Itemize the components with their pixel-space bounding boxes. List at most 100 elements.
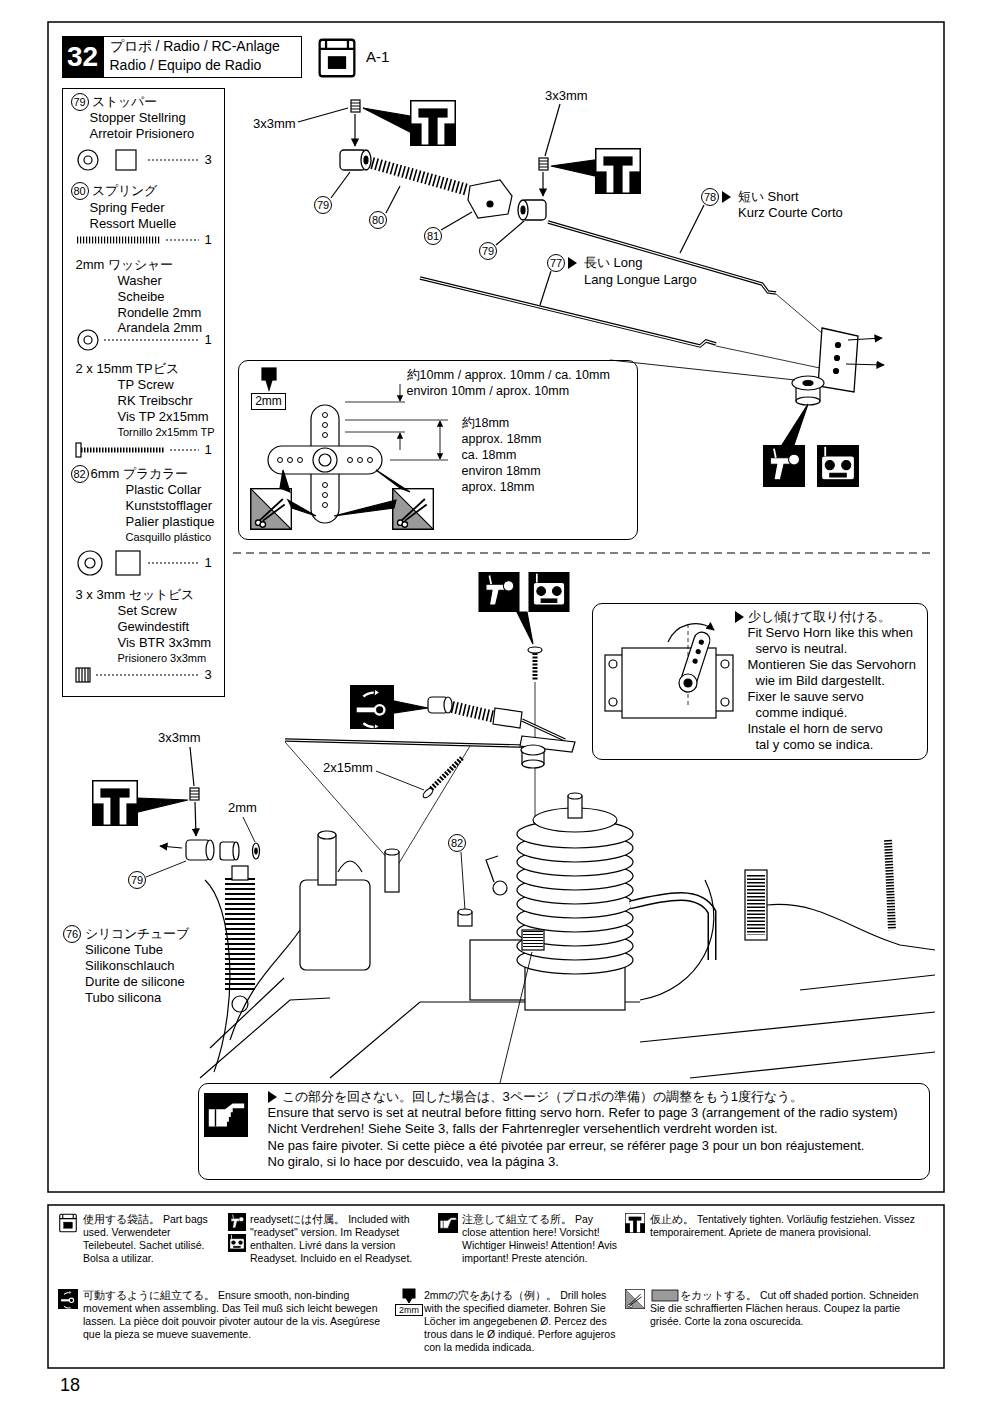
servo-horn-detail <box>280 470 290 492</box>
bottom-assembly-drawing <box>528 647 542 653</box>
legend-icons <box>58 1289 78 1309</box>
note-text: 2 x 15mm TPビス <box>76 361 179 377</box>
part-label: 3x3mm <box>253 116 296 132</box>
top-linkage-drawing <box>364 156 368 164</box>
bottom-assembly-drawing <box>517 612 533 644</box>
chassis-drawing <box>461 852 465 910</box>
chassis-drawing <box>745 870 767 940</box>
chassis-drawing <box>630 896 712 960</box>
note-text: 1 <box>205 442 212 458</box>
bottom-assembly-drawing <box>533 653 538 680</box>
legend-item: 仮止め。 Tentatively tighten. Vorläufig fest… <box>650 1213 930 1239</box>
note-text: RK Treibschr <box>118 393 193 409</box>
servo-horn-detail <box>323 483 328 488</box>
note-text: 1 <box>205 555 212 571</box>
top-linkage-drawing <box>836 343 841 348</box>
part-icons <box>76 443 81 457</box>
servo-horn-detail <box>278 458 283 463</box>
top-linkage-drawing <box>487 201 493 207</box>
part-label: 3x3mm <box>545 88 588 104</box>
legend-item: 注意して組立てる所。 Pay close attention here! Vor… <box>462 1213 620 1265</box>
step-number-ground <box>62 36 104 78</box>
callout-number: 80 <box>71 182 89 200</box>
left-stopper-drawing <box>146 861 186 877</box>
note-text: 2mm ワッシャー <box>76 257 174 273</box>
top-linkage-drawing <box>363 108 410 132</box>
servo-horn-detail <box>323 433 328 438</box>
servo-horn-detail <box>288 458 293 463</box>
part-label: 長い Long <box>584 255 643 271</box>
top-linkage-drawing <box>803 381 813 386</box>
top-linkage-drawing <box>521 206 525 214</box>
chassis-drawing <box>300 880 370 970</box>
part-label: 2mm <box>228 800 257 816</box>
servo-neutral-detail <box>735 611 744 623</box>
top-linkage-drawing <box>539 161 548 167</box>
part-icons <box>78 330 98 350</box>
note-text: Arandela 2mm <box>118 320 203 336</box>
top-linkage-drawing <box>372 163 468 190</box>
note-text: Ensure that servo is set at neutral befo… <box>268 1105 898 1121</box>
servo-horn-detail <box>368 458 373 463</box>
legend-text: をカットする。 Cut off shaded portion. Schneide… <box>650 1289 930 1328</box>
page-frame <box>48 1205 944 1368</box>
top-linkage-drawing <box>548 222 776 293</box>
part-label: 18 <box>60 1375 80 1397</box>
chassis-drawing <box>747 875 765 935</box>
note-text: aprox. 18mm <box>462 480 535 495</box>
servo-neutral-detail <box>679 674 697 692</box>
legend-text: readysetには付属。 Included with "readyset" v… <box>250 1213 430 1265</box>
part-icons <box>170 449 199 450</box>
servo-horn-detail <box>311 405 339 523</box>
callout-number: 79 <box>71 93 89 111</box>
page-frame <box>48 22 944 1192</box>
chassis-drawing <box>225 878 255 992</box>
top-linkage-drawing <box>568 257 577 269</box>
servo-horn-detail <box>323 493 328 498</box>
part-icons <box>84 156 92 164</box>
note-text: Gewindestift <box>118 619 190 635</box>
bottom-assembly-drawing <box>479 572 519 612</box>
note-text: Vis BTR 3x3mm <box>118 635 212 651</box>
note-text: Radio / Equipo de Radio <box>110 57 262 74</box>
top-linkage-drawing <box>354 114 355 146</box>
dimension-tag: 2mm <box>251 393 286 409</box>
top-linkage-drawing <box>716 346 834 371</box>
bottom-assembly-drawing <box>493 708 522 728</box>
chassis-drawing <box>493 881 507 895</box>
note-text: Scheibe <box>118 289 165 305</box>
note-text: Plastic Collar <box>126 482 202 498</box>
legend-text: 使用する袋詰。 Part bags used. Verwendeter Teil… <box>83 1213 223 1265</box>
part-icons <box>79 668 88 682</box>
top-linkage-drawing <box>846 364 884 365</box>
servo-horn-inset: 2mm約10mm / approx. 10mm / ca. 10mmenviro… <box>238 360 638 540</box>
servo-horn-detail <box>323 423 328 428</box>
legend-icons <box>438 1213 458 1233</box>
part-label: Kurz Courte Corto <box>738 205 843 221</box>
part-icons <box>166 239 199 240</box>
servo-neutral-detail <box>609 660 617 668</box>
note-symbols <box>204 1091 277 1137</box>
note-text: 約18mm <box>462 416 510 431</box>
callout-number: 76 <box>63 925 81 943</box>
note-text: Ressort Muelle <box>90 216 177 232</box>
part-label: Tubo silicona <box>85 990 161 1006</box>
note-text: Ne pas faire pivoter. Si cette pièce a é… <box>268 1138 865 1154</box>
part-icons <box>85 558 95 568</box>
top-linkage-drawing <box>441 212 472 230</box>
top-linkage-drawing <box>351 100 360 112</box>
legend-item: readysetには付属。 Included with "readyset" v… <box>250 1213 430 1265</box>
top-linkage-drawing <box>817 445 859 487</box>
dimension-tag: 2mm <box>395 1304 423 1317</box>
chassis-drawing <box>232 866 248 880</box>
part-label: Durite de silicone <box>85 974 185 990</box>
note-symbols <box>268 1091 277 1103</box>
part-icons <box>148 159 199 160</box>
note-text: tal y como se indica. <box>756 737 874 753</box>
note-text: 少し傾けて取り付ける。 <box>748 609 891 625</box>
top-linkage-drawing <box>298 100 884 487</box>
part-icons <box>84 336 92 344</box>
legend-icons <box>652 1290 678 1301</box>
chassis-drawing <box>640 880 714 1000</box>
